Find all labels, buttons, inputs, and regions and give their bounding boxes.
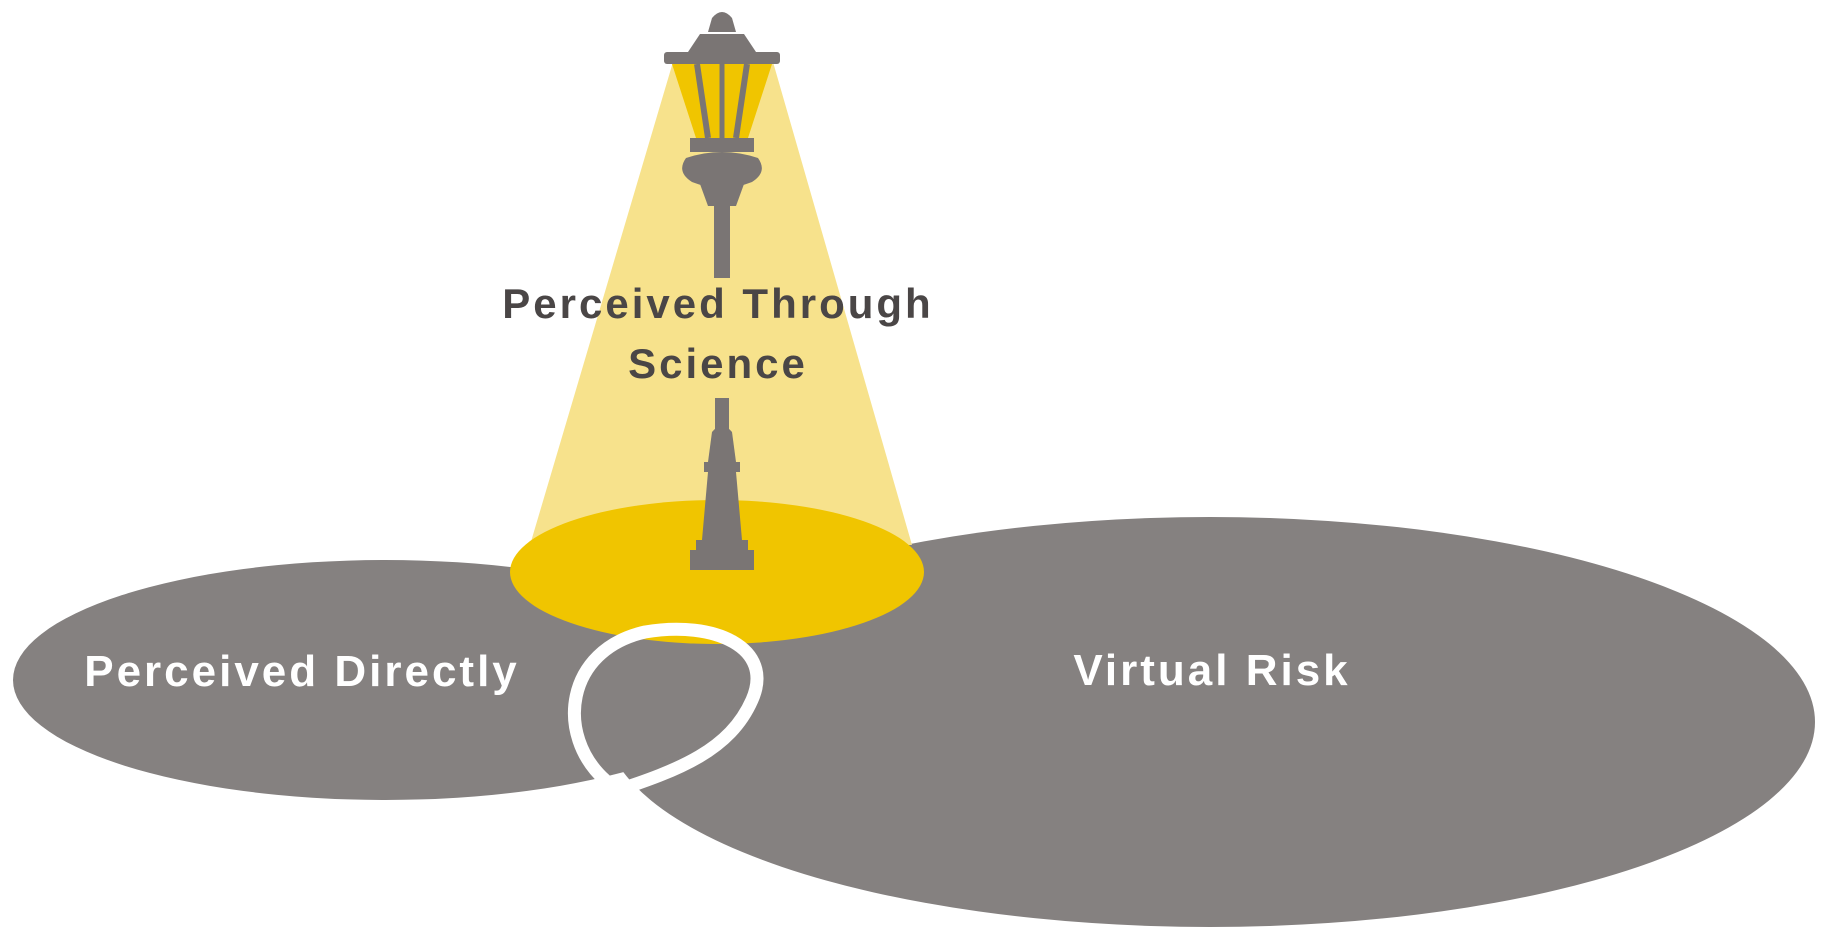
science-label-line1: Perceived Through xyxy=(502,280,933,327)
perceived-directly-label: Perceived Directly xyxy=(84,647,520,696)
street-lamp-icon xyxy=(664,12,780,570)
connector-loop xyxy=(568,622,764,799)
light-beam xyxy=(530,62,912,545)
science-light-pool xyxy=(510,500,924,644)
virtual-risk-region xyxy=(605,517,1815,927)
science-label-line2: Science xyxy=(628,340,808,387)
virtual-risk-label: Virtual Risk xyxy=(1073,646,1350,695)
